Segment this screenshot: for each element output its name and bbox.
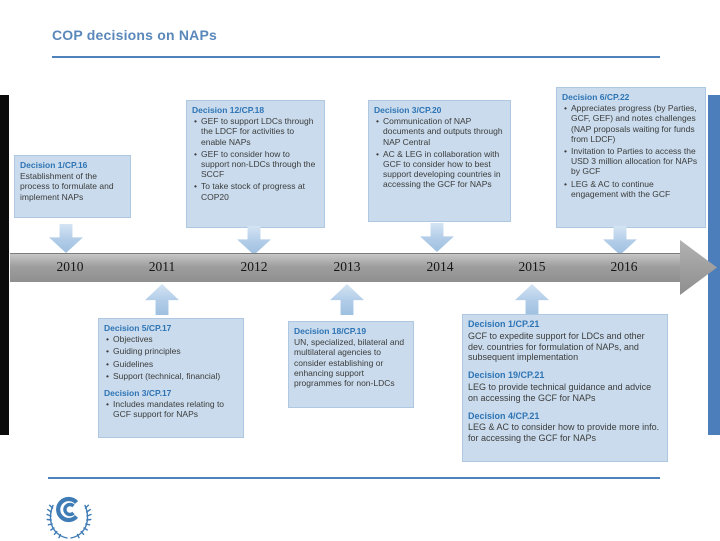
decision-box-1-cp16: Decision 1/CP.16 Establishment of the pr… bbox=[14, 155, 131, 218]
arrow-down-icon bbox=[420, 223, 454, 252]
decision-section: Decision 19/CP.21 LEG to provide technic… bbox=[468, 370, 662, 403]
decision-box-title: Decision 1/CP.16 bbox=[20, 160, 88, 170]
footer-divider bbox=[48, 477, 660, 479]
decision-box-cp21-group: Decision 1/CP.21 GCF to expedite support… bbox=[462, 314, 668, 462]
decision-box-title: Decision 3/CP.20 bbox=[374, 105, 442, 115]
decision-section: Decision 3/CP.17 Includes mandates relat… bbox=[104, 388, 238, 420]
decision-section: Decision 4/CP.21 LEG & AC to consider ho… bbox=[468, 411, 662, 444]
unfccc-logo-icon bbox=[46, 496, 92, 539]
decision-bullet: Appreciates progress (by Parties, GCF, G… bbox=[562, 103, 700, 144]
arrow-down-icon bbox=[237, 226, 271, 255]
decision-box-text: LEG & AC to consider how to provide more… bbox=[468, 422, 660, 444]
decision-box-title: Decision 4/CP.21 bbox=[468, 410, 540, 421]
decision-box-title: Decision 1/CP.21 bbox=[468, 319, 540, 329]
timeline-year: 2016 bbox=[610, 259, 638, 274]
decision-box-text: UN, specialized, bilateral and multilate… bbox=[294, 337, 405, 388]
decision-bullet: Invitation to Parties to access the USD … bbox=[562, 146, 700, 177]
decision-bullet: Guidelines bbox=[104, 359, 238, 369]
decision-bullet-list: Includes mandates relating to GCF suppor… bbox=[104, 399, 238, 419]
decision-box-text: GCF to expedite support for LDCs and oth… bbox=[468, 330, 645, 363]
decision-bullet: GEF to support LDCs through the LDCF for… bbox=[192, 116, 319, 147]
timeline-year: 2011 bbox=[148, 259, 176, 274]
decision-box-text: LEG to provide technical guidance and ad… bbox=[468, 381, 652, 403]
decision-bullet: Support (technical, financial) bbox=[104, 371, 238, 381]
decision-box-cp17-group: Decision 5/CP.17 Objectives Guiding prin… bbox=[98, 318, 244, 438]
title-underline bbox=[52, 56, 660, 58]
decision-box-title: Decision 19/CP.21 bbox=[468, 370, 545, 381]
timeline-bar bbox=[10, 253, 684, 282]
decision-box-18-cp19: Decision 18/CP.19 UN, specialized, bilat… bbox=[288, 321, 414, 408]
decision-section: Decision 5/CP.17 Objectives Guiding prin… bbox=[104, 323, 238, 381]
decision-box-3-cp20: Decision 3/CP.20 Communication of NAP do… bbox=[368, 100, 511, 222]
arrow-down-icon bbox=[49, 224, 83, 253]
decision-bullet: AC & LEG in collaboration with GCF to co… bbox=[374, 149, 505, 190]
decision-bullet: Objectives bbox=[104, 334, 238, 344]
decision-bullet: Includes mandates relating to GCF suppor… bbox=[104, 399, 238, 419]
right-edge-bar bbox=[708, 95, 720, 435]
arrow-down-icon bbox=[603, 226, 637, 255]
decision-bullet: Guiding principles bbox=[104, 346, 238, 356]
decision-box-title: Decision 18/CP.19 bbox=[294, 326, 367, 336]
decision-box-title: Decision 12/CP.18 bbox=[192, 105, 265, 115]
arrow-up-icon bbox=[515, 284, 549, 315]
timeline-year: 2010 bbox=[56, 259, 84, 274]
arrow-up-icon bbox=[145, 284, 179, 315]
decision-bullet-list: Objectives Guiding principles Guidelines… bbox=[104, 334, 238, 381]
decision-box-6-cp22: Decision 6/CP.22 Appreciates progress (b… bbox=[556, 87, 706, 228]
decision-box-text: Establishment of the process to formulat… bbox=[20, 171, 114, 202]
decision-box-12-cp18: Decision 12/CP.18 GEF to support LDCs th… bbox=[186, 100, 325, 228]
timeline-year: 2013 bbox=[333, 259, 361, 274]
decision-bullet-list: Communication of NAP documents and outpu… bbox=[374, 116, 505, 189]
page-title: COP decisions on NAPs bbox=[52, 27, 217, 43]
decision-bullet: GEF to consider how to support non-LDCs … bbox=[192, 149, 319, 180]
decision-bullet: Communication of NAP documents and outpu… bbox=[374, 116, 505, 147]
timeline-year: 2012 bbox=[240, 259, 268, 274]
decision-box-title: Decision 5/CP.17 bbox=[104, 323, 172, 333]
decision-box-title: Decision 6/CP.22 bbox=[562, 92, 630, 102]
decision-section: Decision 1/CP.21 GCF to expedite support… bbox=[468, 319, 662, 363]
decision-bullet: LEG & AC to continue engagement with the… bbox=[562, 179, 700, 199]
decision-box-title: Decision 3/CP.17 bbox=[104, 387, 172, 398]
timeline-year: 2015 bbox=[518, 259, 546, 274]
left-edge-bar bbox=[0, 95, 9, 435]
timeline-year: 2014 bbox=[426, 259, 454, 274]
decision-bullet: To take stock of progress at COP20 bbox=[192, 181, 319, 201]
arrow-up-icon bbox=[330, 284, 364, 315]
decision-bullet-list: Appreciates progress (by Parties, GCF, G… bbox=[562, 103, 700, 199]
decision-bullet-list: GEF to support LDCs through the LDCF for… bbox=[192, 116, 319, 202]
